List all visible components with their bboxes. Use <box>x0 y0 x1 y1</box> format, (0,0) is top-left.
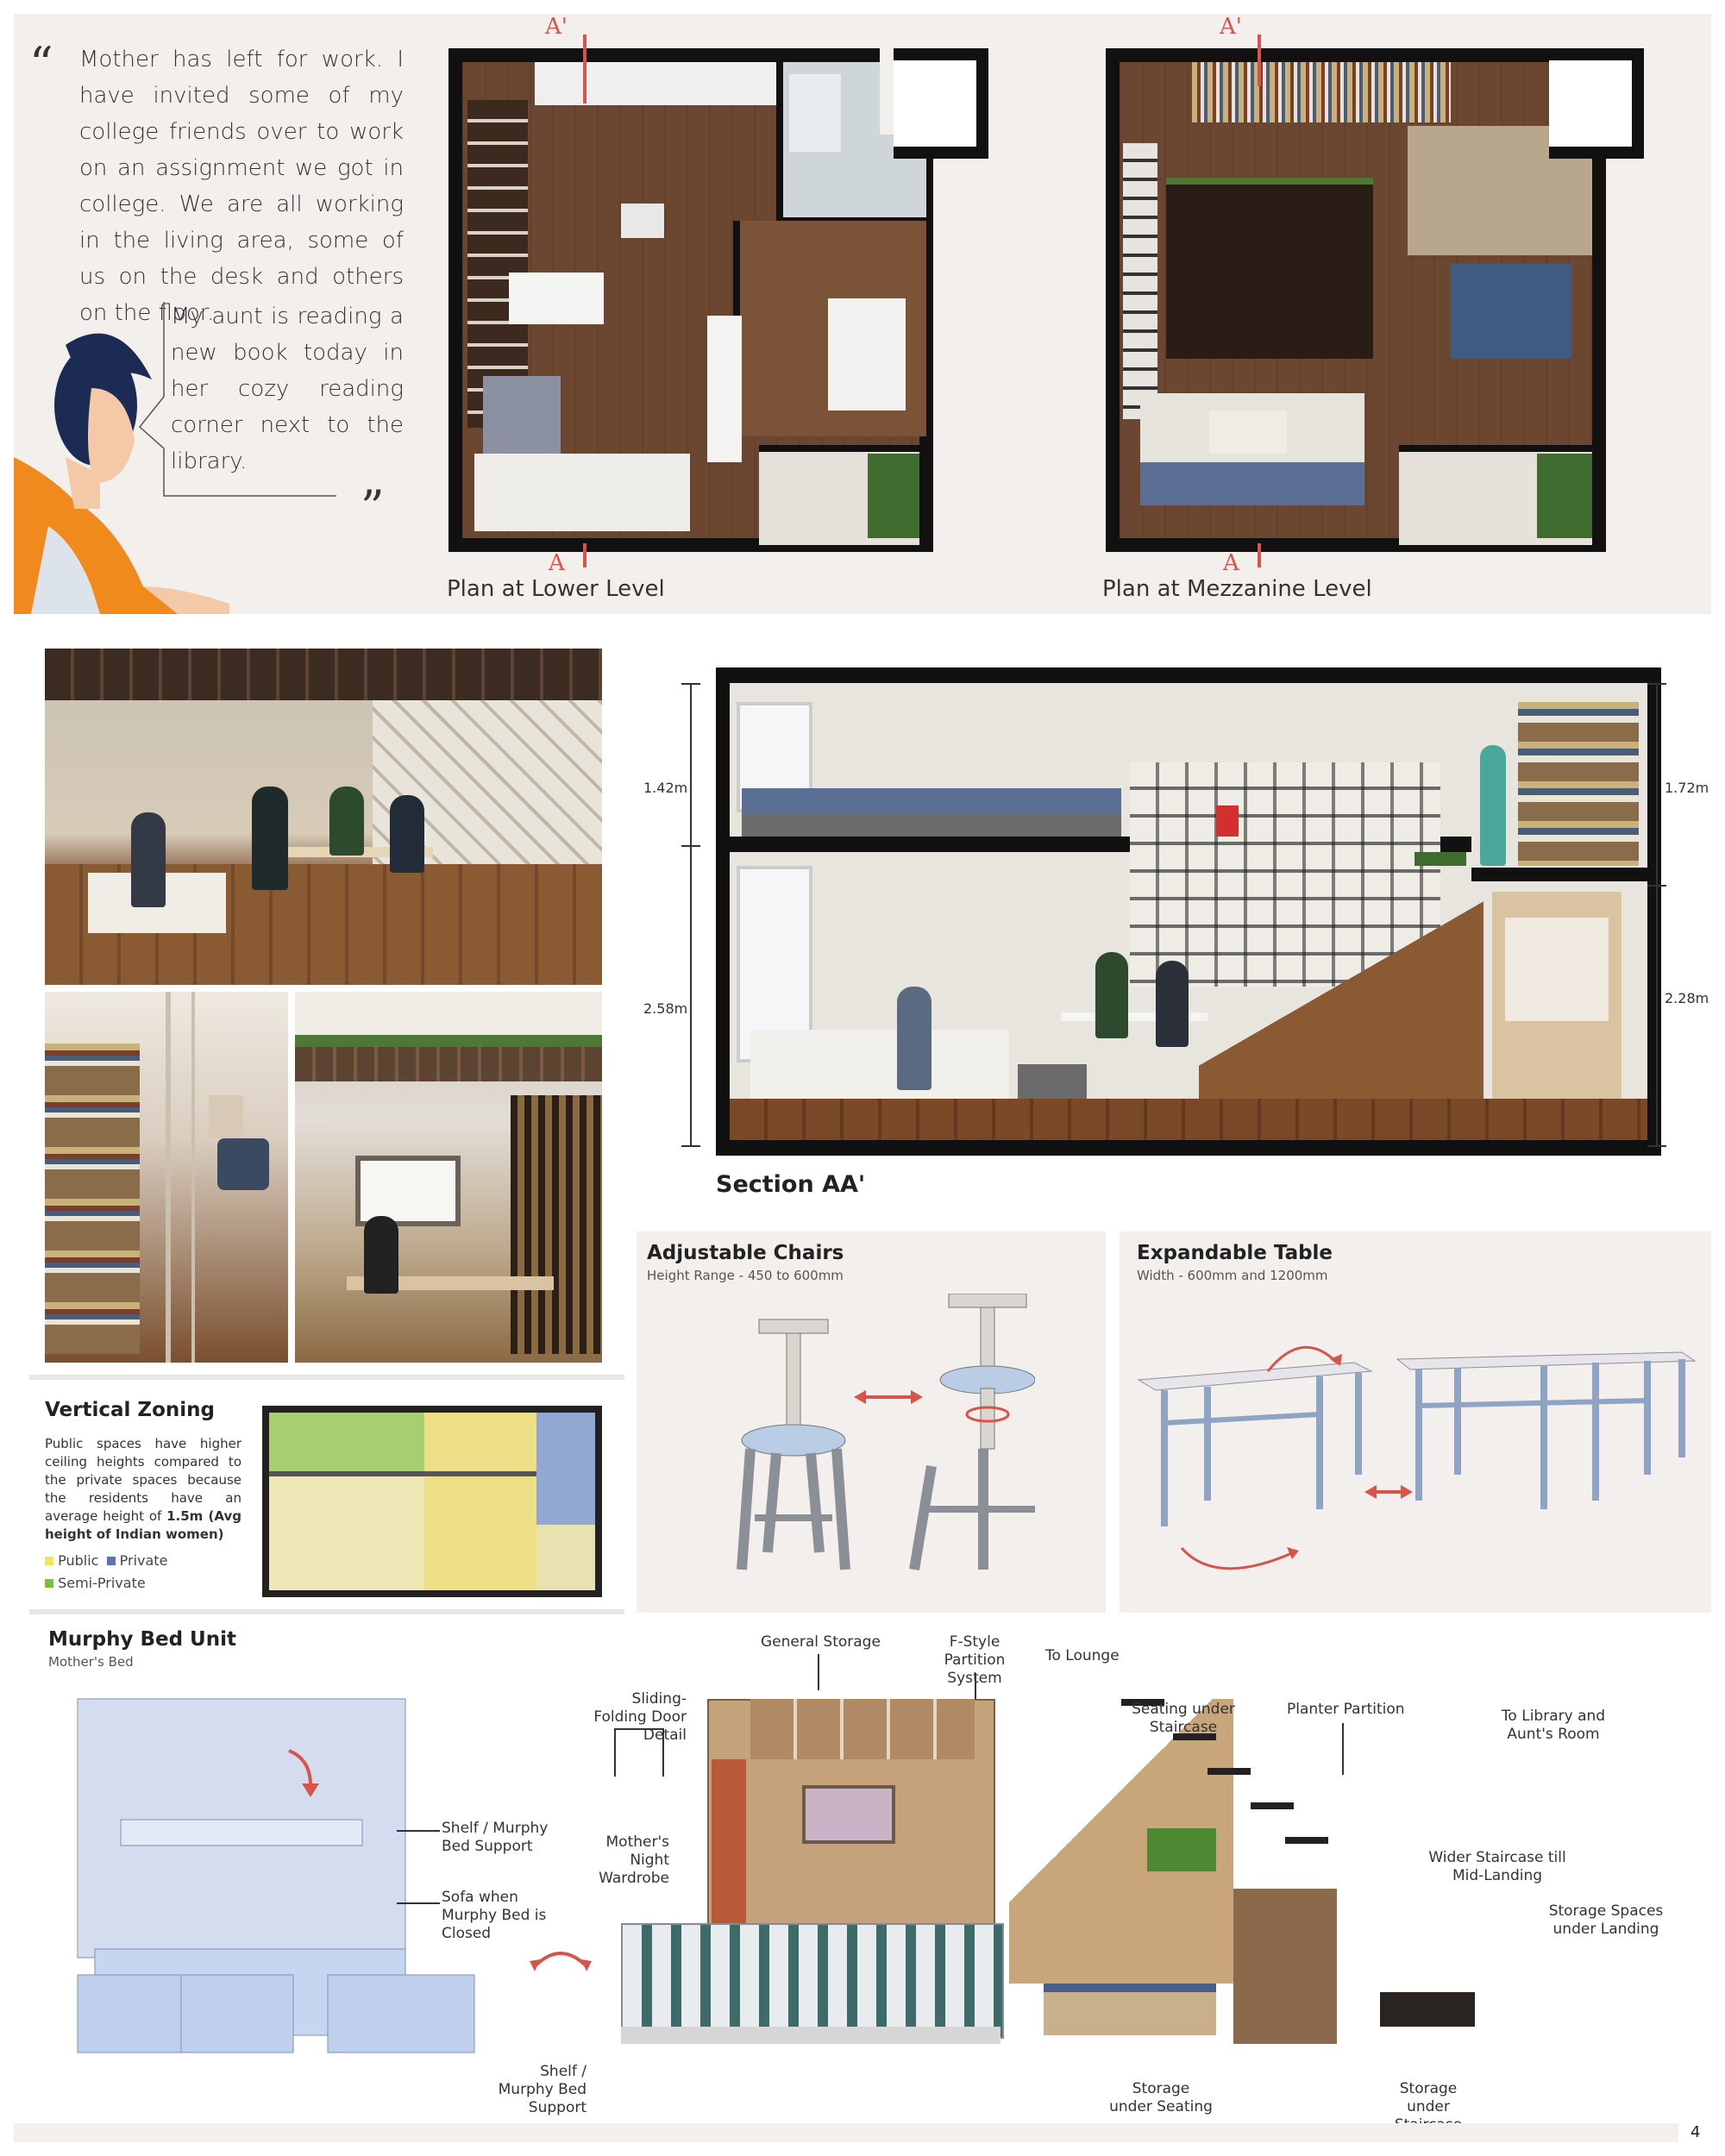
zoning-title: Vertical Zoning <box>45 1399 215 1421</box>
section-dim-left-bottom: 2.58m <box>643 1000 688 1017</box>
section-dimension-line-left <box>690 683 692 1147</box>
section-dimension-tick-left-1 <box>681 683 700 685</box>
legend-private-swatch <box>106 1557 116 1565</box>
page-number: 4 <box>1690 2123 1701 2141</box>
zoning-description-bold: 1.5m (Avg height of Indian women) <box>45 1508 242 1542</box>
swap-arrow-icon <box>530 1952 592 1971</box>
section-dimension-line-right <box>1656 683 1658 1147</box>
arrow-general-storage <box>818 1654 819 1690</box>
murphy-bed-closed-illustration <box>77 1698 475 2053</box>
legend-private-label: Private <box>119 1552 168 1569</box>
mezzanine-level-plan <box>1106 48 1606 552</box>
arrow-f-style-partition <box>975 1673 976 1699</box>
zoning-divider-bottom <box>29 1609 624 1614</box>
label-sliding-door: Sliding-Folding Door Detail <box>593 1690 687 1744</box>
label-general-storage: General Storage <box>761 1633 881 1651</box>
bottom-band <box>14 2123 1678 2142</box>
render-work-area <box>295 992 602 1363</box>
speech-bubble-lines <box>138 302 336 497</box>
section-dim-right-top: 1.72m <box>1665 780 1709 796</box>
story-paragraph-1: Mother has left for work. I have invited… <box>79 47 404 326</box>
section-dimension-tick-right-3 <box>1647 1145 1666 1147</box>
label-to-lounge: To Lounge <box>1045 1647 1120 1664</box>
label-wider-staircase: Wider Staircase till Mid-Landing <box>1428 1849 1566 1884</box>
section-aa-drawing <box>716 667 1661 1156</box>
legend-semi-private-swatch <box>45 1579 53 1588</box>
close-quote-icon: ” <box>361 480 385 535</box>
mezzanine-plan-outer-box <box>1549 48 1644 159</box>
mezzanine-plan-marker-top: A' <box>1220 14 1242 40</box>
render-library <box>45 992 288 1363</box>
lower-plan-cut-line-top <box>583 34 586 103</box>
label-shelf-support-2: Shelf / Murphy Bed Support <box>498 2063 586 2116</box>
label-line-shelf-1 <box>397 1830 440 1832</box>
lower-level-plan <box>448 48 933 552</box>
mezzanine-plan-marker-bottom: A <box>1223 550 1239 576</box>
section-dimension-tick-left-2 <box>681 845 700 847</box>
label-shelf-support-1: Shelf / Murphy Bed Support <box>442 1820 549 1855</box>
open-quote-icon: “ <box>29 37 53 91</box>
label-planter-partition: Planter Partition <box>1287 1701 1405 1718</box>
murphy-title: Murphy Bed Unit <box>48 1628 236 1651</box>
label-storage-under-landing: Storage Spaces under Landing <box>1548 1902 1664 1938</box>
section-dim-right-bottom: 2.28m <box>1665 990 1709 1006</box>
murphy-subtitle: Mother's Bed <box>48 1654 134 1670</box>
chairs-subtitle: Height Range - 450 to 600mm <box>647 1268 844 1283</box>
expandable-table-illustration <box>1137 1345 1697 1570</box>
adjustable-chairs-panel <box>637 1232 1106 1613</box>
lower-plan-cut-line-bottom <box>583 543 586 567</box>
lower-plan-marker-top: A' <box>545 14 568 40</box>
legend-public-label: Public <box>58 1552 99 1569</box>
mezzanine-plan-title: Plan at Mezzanine Level <box>1102 576 1372 602</box>
mezzanine-plan-cut-line-top <box>1258 34 1261 86</box>
adjustable-chairs-illustration <box>737 1294 1035 1570</box>
zoning-divider-top <box>29 1375 624 1380</box>
girl-illustration <box>14 333 229 614</box>
legend-semi-private-label: Semi-Private <box>58 1575 146 1591</box>
zoning-diagram <box>262 1406 602 1597</box>
table-title: Expandable Table <box>1137 1242 1333 1264</box>
section-title: Section AA' <box>716 1171 866 1198</box>
label-sofa-closed: Sofa when Murphy Bed is Closed <box>442 1889 547 1942</box>
zoning-legend-semi-private: Semi-Private <box>45 1575 146 1591</box>
lower-plan-outer-box <box>894 48 988 159</box>
table-subtitle: Width - 600mm and 1200mm <box>1137 1268 1328 1283</box>
zoning-description-text: Public spaces have higher ceiling height… <box>45 1436 242 1524</box>
sliding-door-detail-icon <box>614 1728 664 1777</box>
section-dimension-tick-right-2 <box>1647 885 1666 887</box>
mezzanine-plan-cut-line-bottom <box>1258 543 1261 567</box>
zoning-description: Public spaces have higher ceiling height… <box>45 1435 242 1544</box>
label-to-library: To Library and Aunt's Room <box>1501 1708 1606 1743</box>
zoning-legend-public: Public Private <box>45 1552 167 1569</box>
label-night-wardrobe: Mother's Night Wardrobe <box>599 1833 669 1887</box>
chairs-title: Adjustable Chairs <box>647 1242 844 1264</box>
murphy-bed-open-illustration <box>612 1690 1682 2087</box>
lower-plan-marker-bottom: A <box>549 550 565 576</box>
legend-public-swatch <box>45 1557 53 1565</box>
label-f-style-partition: F-Style Partition System <box>944 1633 1006 1687</box>
lower-plan-title: Plan at Lower Level <box>447 576 665 602</box>
label-seating-under-staircase: Seating under Staircase <box>1132 1701 1235 1736</box>
story-paragraph-2: My aunt is reading a new book today in h… <box>171 304 404 474</box>
section-dimension-tick-left-3 <box>681 1145 700 1147</box>
render-living-area <box>45 649 602 985</box>
label-storage-under-seating: Storage under Seating <box>1109 2080 1213 2115</box>
arrow-planter-partition <box>1342 1723 1344 1775</box>
label-line-sofa <box>397 1902 440 1904</box>
section-dim-left-top: 1.42m <box>643 780 688 796</box>
section-dimension-tick-right-1 <box>1647 683 1666 685</box>
